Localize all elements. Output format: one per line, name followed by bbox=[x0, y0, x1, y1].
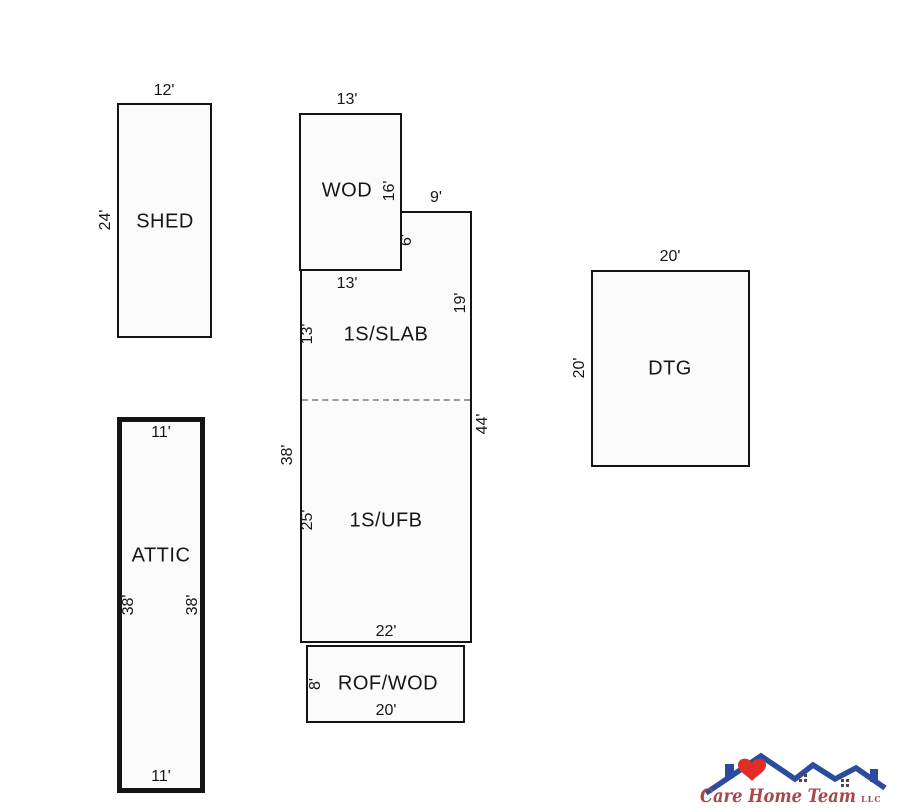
attic-bottom-dim: 11' bbox=[151, 768, 171, 785]
window-dots-icon bbox=[799, 774, 849, 787]
left-chimney-icon bbox=[725, 764, 734, 778]
attic-right-dim: 38' bbox=[184, 594, 201, 616]
slab-right-dim: 19' bbox=[452, 292, 469, 314]
attic-left-dim: 38' bbox=[120, 594, 137, 616]
rof-label: ROF/WOD bbox=[337, 672, 439, 695]
ufb-outer-right-dim: 44' bbox=[474, 413, 491, 435]
logo-suffix-text: LLC bbox=[861, 794, 882, 804]
slab-left-dim: 13' bbox=[299, 323, 316, 345]
ufb-bottom-dim: 22' bbox=[375, 623, 397, 640]
attic-label: ATTIC bbox=[131, 544, 191, 567]
step-width-dim: 9' bbox=[430, 189, 442, 206]
dtg-width-dim: 20' bbox=[659, 248, 681, 265]
ufb-outer-left-dim: 38' bbox=[279, 444, 296, 466]
wod-label: WOD bbox=[321, 179, 373, 202]
right-chimney-icon bbox=[870, 769, 878, 782]
step-outline bbox=[402, 211, 472, 271]
shed-width-dim: 12' bbox=[153, 82, 175, 99]
ufb-left-dim: 25' bbox=[299, 509, 316, 531]
dtg-outline bbox=[591, 270, 750, 467]
dtg-height-dim: 20' bbox=[571, 357, 588, 379]
shed-height-dim: 24' bbox=[97, 209, 114, 231]
attic-top-dim: 11' bbox=[151, 424, 171, 441]
dtg-label: DTG bbox=[648, 357, 692, 380]
ufb-label: 1S/UFB bbox=[349, 509, 423, 532]
attic-outline bbox=[117, 417, 205, 793]
slab-ufb-divider bbox=[302, 399, 470, 401]
main-outline bbox=[300, 271, 472, 643]
logo-brand-text: Care Home Team bbox=[700, 785, 856, 807]
heart-icon bbox=[738, 758, 766, 781]
care-home-team-logo: Care Home Team LLC bbox=[700, 752, 887, 807]
wod-width-dim: 13' bbox=[336, 91, 358, 108]
roofline-icon bbox=[704, 752, 887, 796]
slab-label: 1S/SLAB bbox=[343, 323, 429, 346]
shed-label: SHED bbox=[136, 210, 194, 233]
step-height-dim: 6' bbox=[398, 234, 415, 246]
wod-height-dim: 16' bbox=[381, 180, 398, 202]
wod-outline bbox=[299, 113, 402, 271]
shed-outline bbox=[117, 103, 212, 338]
slab-top-dim: 13' bbox=[336, 275, 358, 292]
rof-height-dim: 8' bbox=[307, 678, 324, 690]
rof-width-dim: 20' bbox=[375, 702, 397, 719]
rof-outline bbox=[306, 645, 465, 723]
